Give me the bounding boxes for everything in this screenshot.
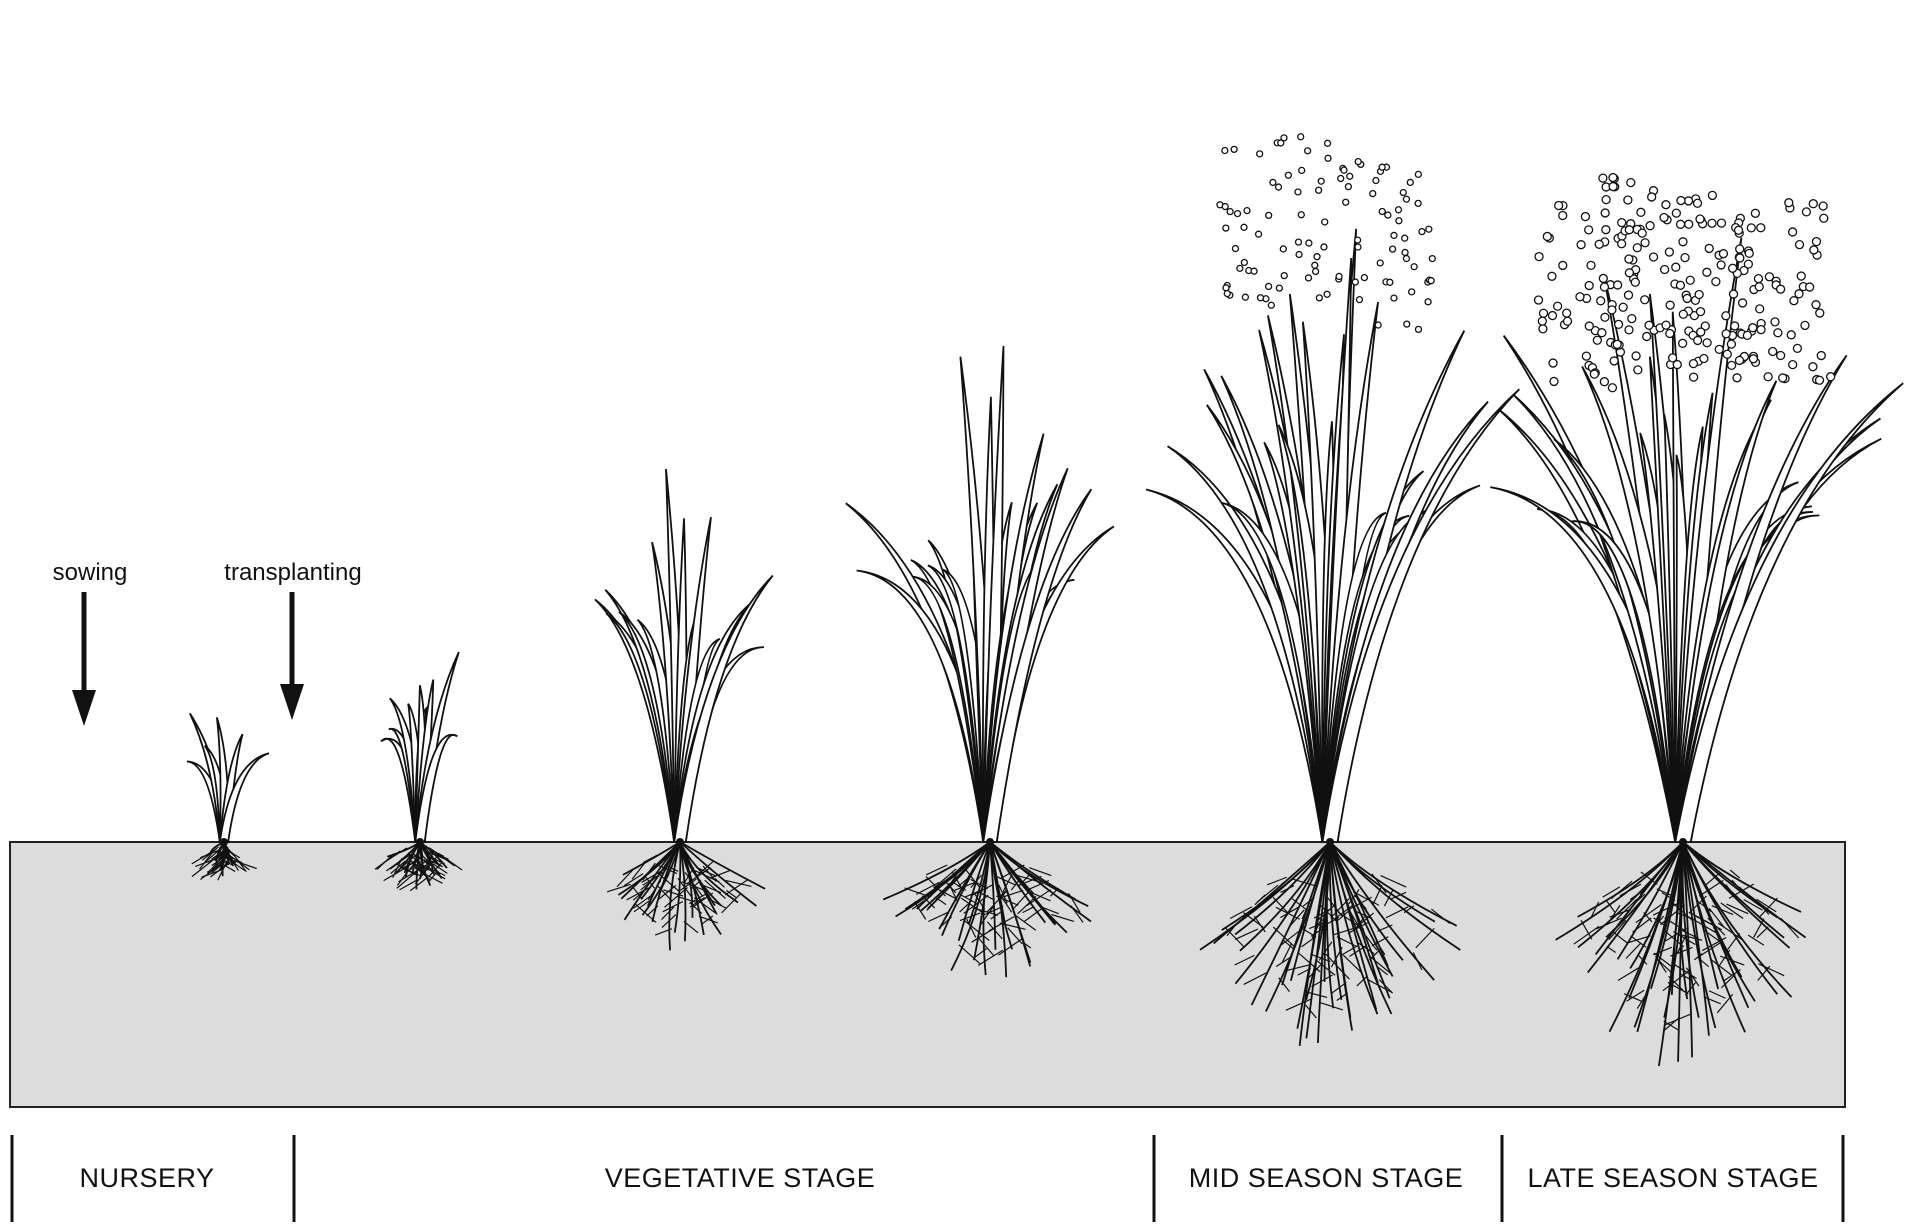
crown: [1679, 838, 1687, 846]
stage-label-nursery: NURSERY: [79, 1163, 214, 1193]
crown: [220, 838, 228, 846]
panicles: [1217, 134, 1435, 333]
leaves: [846, 346, 1114, 842]
panicles: [1535, 174, 1835, 392]
soil-band: [10, 842, 1845, 1107]
leaves: [595, 469, 773, 842]
stage-label-mid-season: MID SEASON STAGE: [1189, 1163, 1464, 1193]
stage-label-vegetative: VEGETATIVE STAGE: [605, 1163, 876, 1193]
leaves: [1490, 238, 1903, 842]
crown: [1326, 838, 1334, 846]
crown: [416, 838, 424, 846]
transplanting-label: transplanting: [224, 559, 361, 586]
crown: [676, 838, 684, 846]
sowing-label: sowing: [53, 559, 128, 586]
stage-label-late-season: LATE SEASON STAGE: [1527, 1163, 1818, 1193]
sowing-arrow-icon: [72, 592, 96, 726]
leaves: [1146, 229, 1519, 842]
transplanting-arrow-icon: [280, 592, 304, 720]
leaves: [381, 652, 459, 842]
leaves: [187, 713, 269, 842]
crown: [986, 838, 994, 846]
